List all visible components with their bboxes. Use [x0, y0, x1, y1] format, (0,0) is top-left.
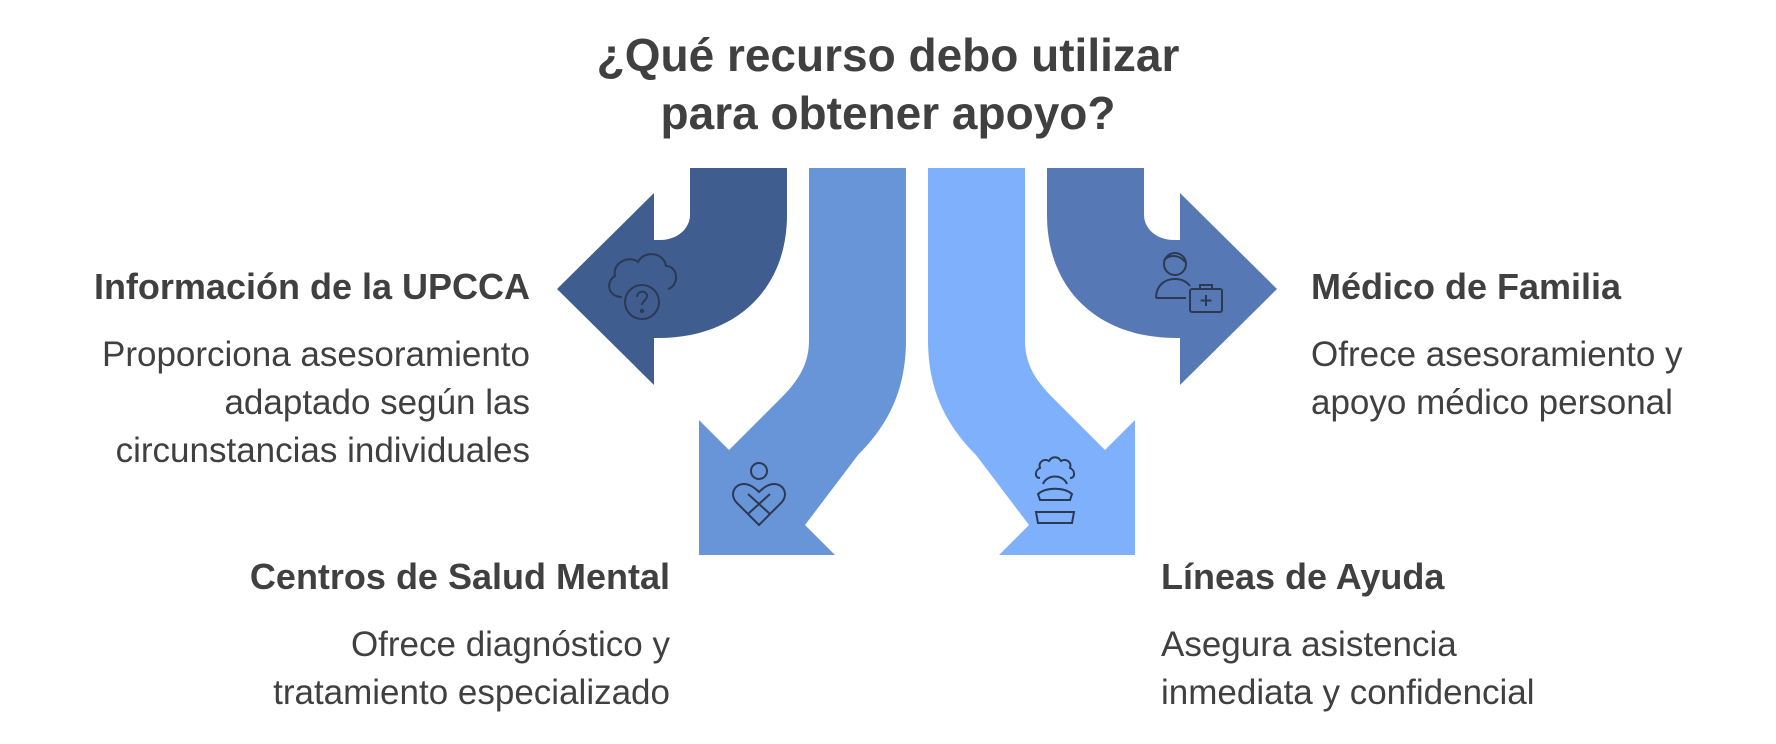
item-upcca-description: Proporciona asesoramiento adaptado según… [10, 331, 530, 475]
item-medico-heading: Médico de Familia [1311, 266, 1622, 307]
title-line-2: para obtener apoyo? [660, 87, 1116, 139]
arrow-upcca [557, 168, 787, 385]
item-upcca-desc-line: Proporciona asesoramiento [101, 335, 530, 374]
item-upcca-desc-line: adaptado según las [224, 383, 530, 422]
doctor-medkit-icon [1155, 252, 1223, 313]
item-medico-desc-line: apoyo médico personal [1311, 383, 1673, 422]
person-heart-icon [732, 462, 786, 527]
cloud-question-icon [608, 253, 677, 320]
item-centros-heading: Centros de Salud Mental [249, 556, 670, 597]
arrow-medico [1047, 168, 1277, 385]
item-lineas: Líneas de Ayuda Asegura asistencia inmed… [1161, 555, 1721, 717]
item-centros-desc-line: Ofrece diagnóstico y [350, 625, 670, 664]
page-title: ¿Qué recurso debo utilizar para obtener … [0, 26, 1776, 142]
telephone-icon [1034, 456, 1076, 524]
title-line-1: ¿Qué recurso debo utilizar [596, 29, 1180, 81]
arrow-lineas [928, 168, 1135, 555]
item-medico-description: Ofrece asesoramiento y apoyo médico pers… [1311, 331, 1771, 427]
arrow-centros [699, 168, 906, 555]
item-upcca-heading: Información de la UPCCA [93, 266, 530, 307]
item-lineas-desc-line: Asegura asistencia [1161, 625, 1457, 664]
item-lineas-desc-line: inmediata y confidencial [1161, 673, 1535, 712]
item-centros: Centros de Salud Mental Ofrece diagnósti… [70, 555, 670, 717]
item-lineas-description: Asegura asistencia inmediata y confidenc… [1161, 621, 1721, 717]
item-upcca: Información de la UPCCA Proporciona ases… [10, 265, 530, 475]
item-centros-description: Ofrece diagnóstico y tratamiento especia… [70, 621, 670, 717]
item-lineas-heading: Líneas de Ayuda [1161, 556, 1445, 597]
item-centros-desc-line: tratamiento especializado [273, 673, 670, 712]
item-upcca-desc-line: circunstancias individuales [115, 431, 530, 470]
item-medico: Médico de Familia Ofrece asesoramiento y… [1311, 265, 1771, 427]
item-medico-desc-line: Ofrece asesoramiento y [1311, 335, 1683, 374]
